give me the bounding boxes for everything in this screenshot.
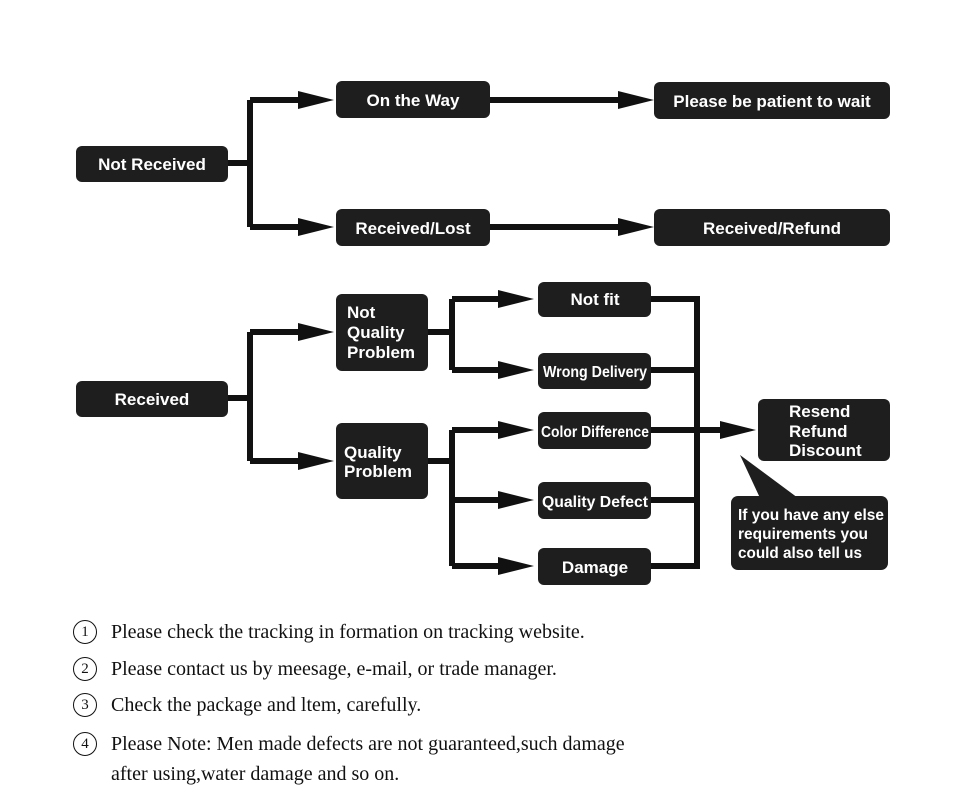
node-not-received-label: Not Received	[98, 155, 206, 174]
node-on-the-way: On the Way	[336, 81, 490, 118]
node-received-lost: Received/Lost	[336, 209, 490, 246]
callout-tail	[740, 455, 798, 498]
note-text: Please Note: Men made defects are not gu…	[111, 733, 625, 755]
edge-not-quality-split	[428, 296, 500, 373]
edge-collector	[651, 296, 722, 569]
node-received: Received	[76, 381, 228, 417]
node-received-refund-label: Received/Refund	[703, 219, 841, 238]
node-be-patient-label: Please be patient to wait	[673, 92, 871, 111]
node-quality-problem-line-1: Quality	[344, 443, 402, 462]
arrowhead	[498, 491, 534, 509]
node-not-fit: Not fit	[538, 282, 651, 317]
note-item: 3 Check the package and ltem, carefully.	[73, 690, 933, 720]
node-received-lost-label: Received/Lost	[355, 219, 471, 238]
node-not-quality-problem: Not Quality Problem	[336, 294, 428, 371]
node-quality-defect-label: Quality Defect	[542, 494, 649, 511]
note-item: 4 Please Note: Men made defects are not …	[73, 729, 933, 789]
note-text-continuation: after using,water damage and so on.	[111, 763, 400, 785]
node-quality-defect: Quality Defect	[538, 482, 651, 519]
node-not-quality-problem-line-2: Quality	[347, 323, 405, 342]
note-number-badge: 4	[73, 732, 97, 756]
edge-quality-split	[428, 427, 500, 569]
node-not-quality-problem-line-1: Not	[347, 303, 376, 322]
note-item: 2 Please contact us by meesage, e-mail, …	[73, 654, 933, 684]
node-else-requirements: If you have any else requirements you co…	[731, 496, 888, 570]
node-resolution-line-2: Refund	[789, 422, 848, 441]
node-resolution-line-3: Discount	[789, 441, 862, 460]
node-resolution-line-1: Resend	[789, 402, 850, 421]
arrowhead	[498, 361, 534, 379]
arrowhead	[618, 91, 654, 109]
arrowhead	[298, 452, 334, 470]
note-text: Please contact us by meesage, e-mail, or…	[111, 658, 557, 680]
node-not-received: Not Received	[76, 146, 228, 182]
arrowhead	[720, 421, 756, 439]
node-be-patient: Please be patient to wait	[654, 82, 890, 119]
node-received-refund: Received/Refund	[654, 209, 890, 246]
arrowhead	[298, 218, 334, 236]
node-wrong-delivery: Wrong Delivery	[538, 353, 651, 389]
note-number-badge: 3	[73, 693, 97, 717]
notes-list: 1 Please check the tracking in formation…	[73, 617, 933, 789]
node-not-quality-problem-line-3: Problem	[347, 343, 415, 362]
returns-flowchart: Not Received On the Way Received/Lost Pl…	[76, 81, 890, 585]
edge-received-trunk	[228, 329, 300, 464]
note-text: Please check the tracking in formation o…	[111, 621, 585, 643]
node-damage-label: Damage	[562, 558, 628, 577]
node-quality-problem-line-2: Problem	[344, 462, 412, 481]
arrowhead	[498, 421, 534, 439]
arrowhead	[498, 290, 534, 308]
note-number-badge: 2	[73, 657, 97, 681]
note-number-badge: 1	[73, 620, 97, 644]
node-damage: Damage	[538, 548, 651, 585]
arrowhead	[298, 323, 334, 341]
node-received-label: Received	[115, 390, 190, 409]
node-color-difference: Color Difference	[538, 412, 651, 449]
arrowhead	[498, 557, 534, 575]
node-resolution: Resend Refund Discount	[758, 399, 890, 461]
connectors	[228, 91, 798, 575]
node-color-difference-label: Color Difference	[541, 424, 649, 441]
arrowhead	[618, 218, 654, 236]
node-not-fit-label: Not fit	[570, 290, 619, 309]
node-else-requirements-line-1: If you have any else	[738, 507, 884, 524]
node-else-requirements-line-2: requirements you	[738, 526, 868, 543]
node-on-the-way-label: On the Way	[367, 91, 460, 110]
note-item: 1 Please check the tracking in formation…	[73, 617, 933, 647]
arrowhead	[298, 91, 334, 109]
node-quality-problem: Quality Problem	[336, 423, 428, 499]
node-else-requirements-line-3: could also tell us	[738, 545, 862, 562]
node-wrong-delivery-label: Wrong Delivery	[543, 364, 647, 381]
edge-not-received-trunk	[228, 97, 300, 230]
note-text: Check the package and ltem, carefully.	[111, 694, 422, 716]
